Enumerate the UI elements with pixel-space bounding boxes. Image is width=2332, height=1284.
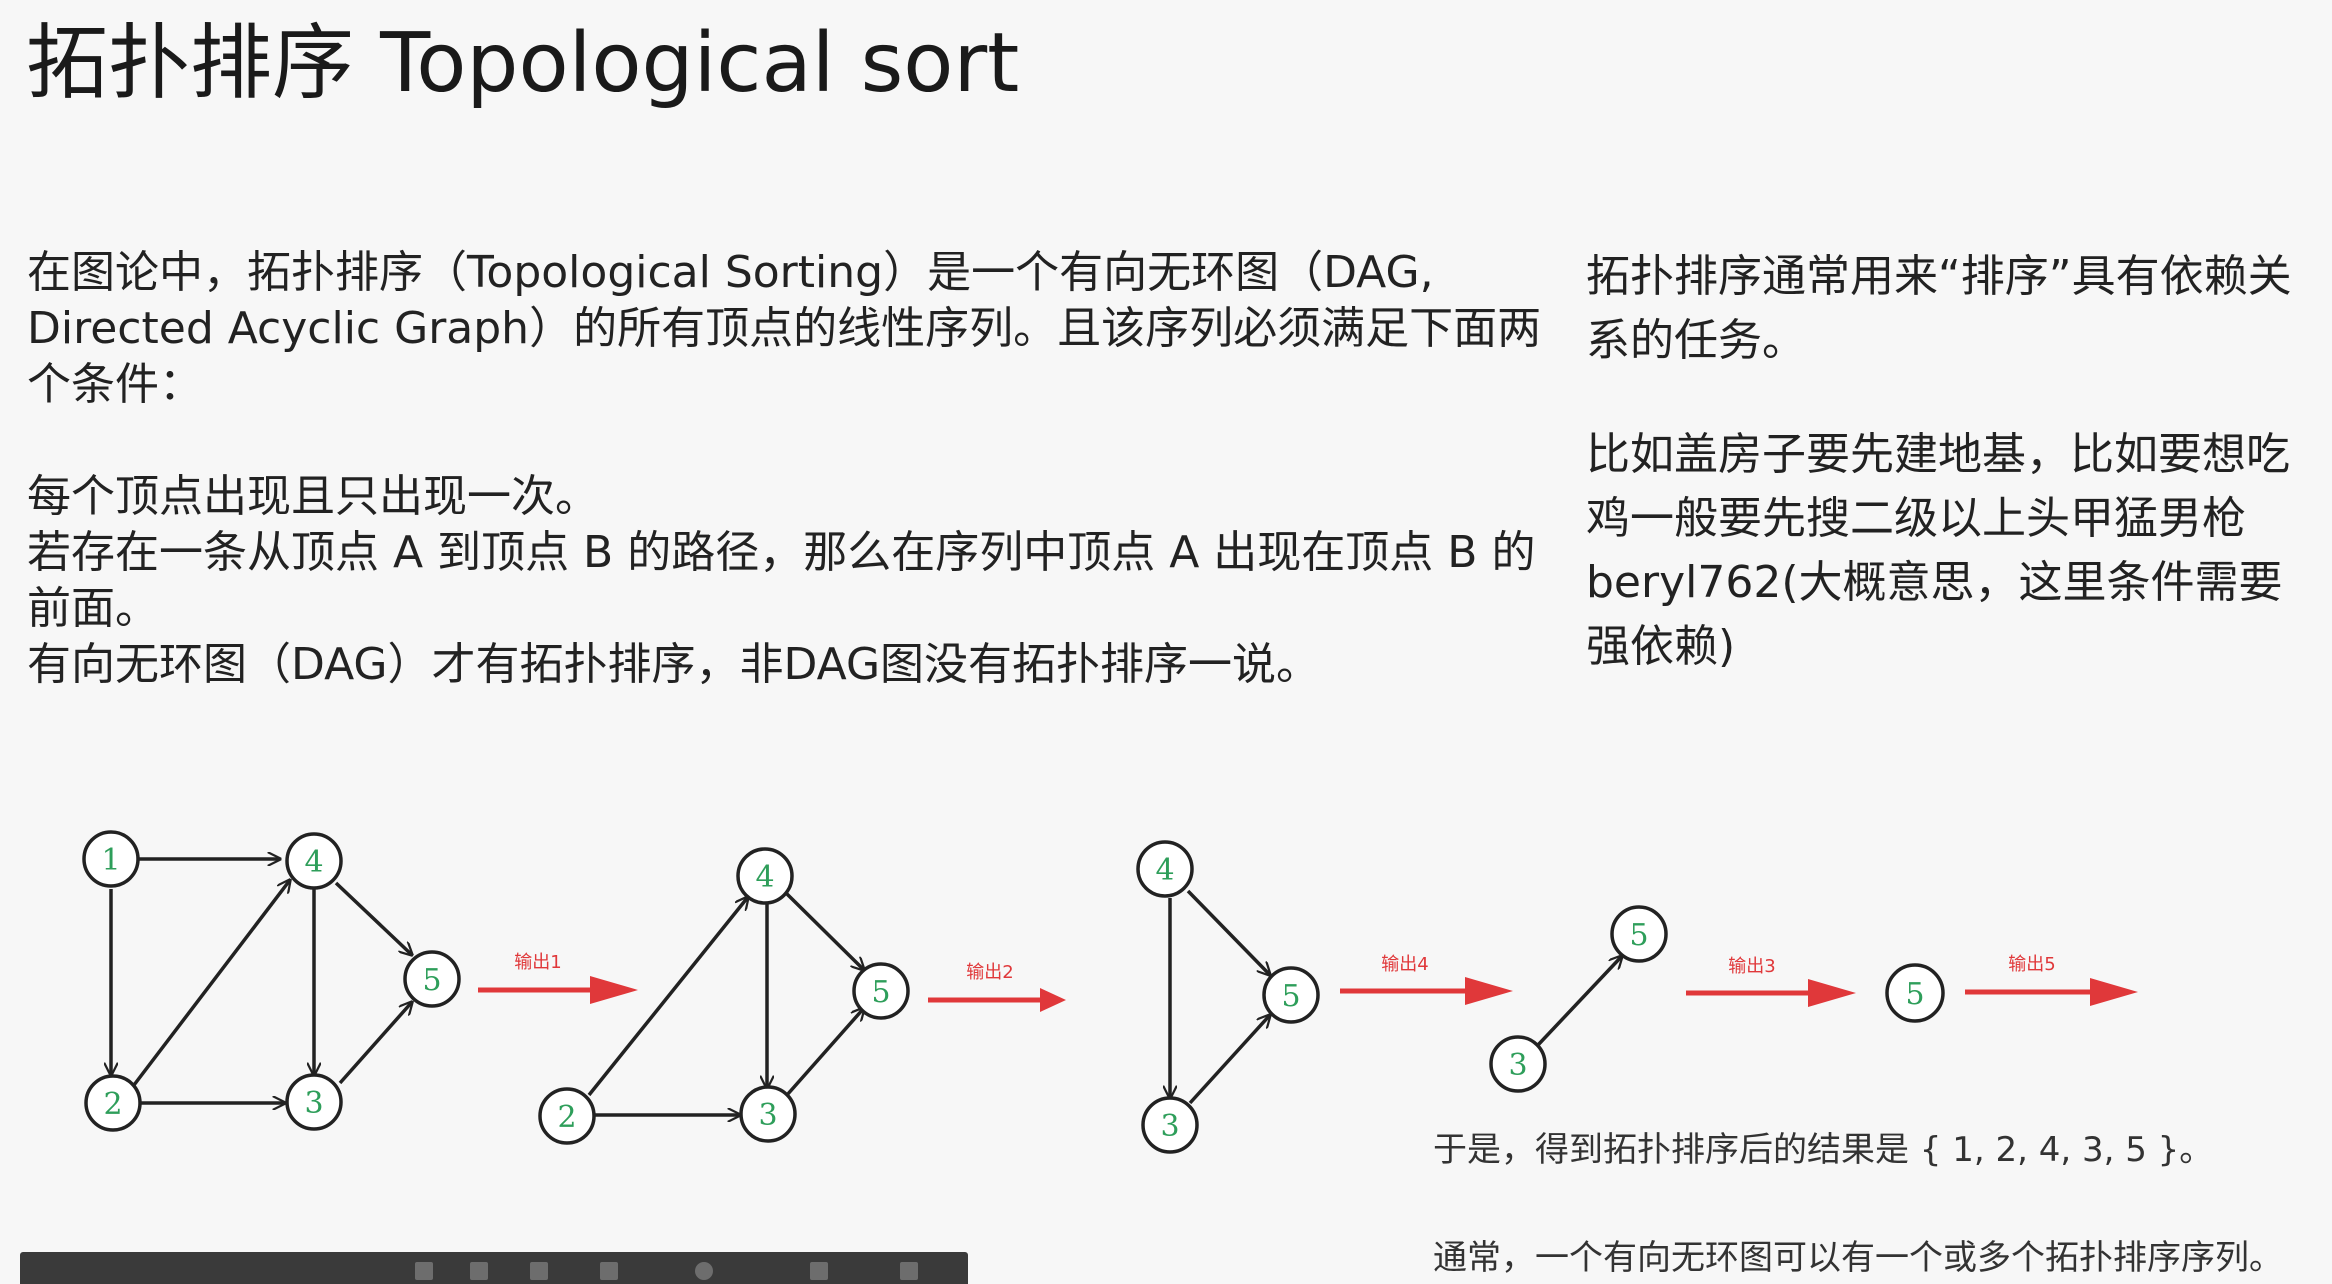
condition-item: 每个顶点出现且只出现一次。 [27,471,599,522]
output-label-4: 输出3 [1728,956,1775,977]
graph-1-nodes [82,830,461,1132]
node-4 [285,832,343,890]
edge-3-5 [338,1002,412,1085]
output-arrowhead-2 [1040,988,1066,1012]
node-1 [82,830,140,888]
definition-text: 在图论中，拓扑排序（Topological Sorting）是一个有向无环图（D… [27,245,1547,693]
node-2 [538,1087,596,1145]
condition-item: 若存在一条从顶点 A 到顶点 B 的路径，那么在序列中顶点 A 出现在顶点 B … [27,527,1536,634]
node-label: 3 [304,1086,323,1121]
multiple-orders-note: 通常，一个有向无环图可以有一个或多个拓扑排序序列。 [1433,1238,2283,1278]
edge-3-5 [785,1008,864,1097]
graph-1-edges [111,859,412,1103]
node-label: 5 [1905,977,1924,1012]
output-arrowhead-5 [2090,978,2138,1006]
node-label: 1 [101,843,120,878]
node-5 [1610,905,1668,963]
node-5 [1262,966,1320,1024]
toolbar-icon[interactable] [810,1262,828,1280]
usage-text: 拓扑排序通常用来“排序”具有依赖关系的任务。 比如盖房子要先建地基，比如要想吃鸡… [1586,245,2326,679]
node-4 [1136,840,1194,898]
toolbar-icon[interactable] [470,1262,488,1280]
graph-3-edges [1170,889,1270,1105]
topological-sort-diagram: 1 4 5 2 3 输出1 4 5 2 3 输出2 [82,830,2138,1154]
node-label: 4 [1155,853,1174,888]
node-label: 2 [557,1100,576,1135]
toolbar-icon[interactable] [600,1262,618,1280]
node-label: 5 [422,963,441,998]
output-label-2: 输出2 [966,962,1013,983]
node-label: 5 [1281,979,1300,1014]
video-control-bar[interactable] [20,1252,968,1284]
node-3 [1141,1096,1199,1154]
edge-4-5 [334,881,412,955]
output-label-5: 输出5 [2008,954,2055,975]
node-4 [736,847,794,905]
dag-note: 有向无环图（DAG）才有拓扑排序，非DAG图没有拓扑排序一说。 [27,639,1321,690]
node-5 [1885,963,1945,1023]
graph-2-edges [587,892,864,1115]
node-label: 3 [758,1098,777,1133]
edge-4-5 [785,892,864,970]
result-note: 于是，得到拓扑排序后的结果是 { 1, 2, 4, 3, 5 }。 [1433,1130,2214,1170]
node-label: 3 [1508,1048,1527,1083]
node-2 [84,1074,142,1132]
usage-paragraph: 拓扑排序通常用来“排序”具有依赖关系的任务。 [1586,251,2292,366]
edge-4-5 [1186,889,1270,975]
node-label: 4 [755,860,774,895]
example-paragraph: 比如盖房子要先建地基，比如要想吃鸡一般要先搜二级以上头甲猛男枪beryl762(… [1586,429,2290,672]
node-label: 2 [103,1087,122,1122]
toolbar-icon[interactable] [900,1262,918,1280]
output-arrowhead-4 [1808,979,1856,1007]
node-3 [739,1085,797,1143]
graph-3-nodes [1136,840,1320,1154]
node-5 [852,962,910,1020]
node-label: 5 [1629,918,1648,953]
output-label-3: 输出4 [1381,954,1428,975]
output-arrowhead-3 [1465,977,1513,1005]
node-5 [403,950,461,1008]
node-3 [1489,1035,1547,1093]
node-3 [285,1073,343,1131]
edge-3-5 [1536,956,1622,1047]
toolbar-icon[interactable] [415,1262,433,1280]
edge-3-5 [1188,1015,1270,1105]
node-label: 3 [1160,1109,1179,1144]
output-arrowhead-1 [590,976,638,1004]
node-label: 4 [304,845,323,880]
page-title: 拓扑排序 Topological sort [26,16,1020,111]
graph-2-nodes [538,847,910,1145]
info-icon[interactable] [695,1262,713,1280]
node-label: 5 [871,975,890,1010]
edge-2-4 [587,897,748,1097]
edge-2-4 [132,880,290,1087]
toolbar-icon[interactable] [530,1262,548,1280]
output-label-1: 输出1 [514,952,561,973]
definition-paragraph: 在图论中，拓扑排序（Topological Sorting）是一个有向无环图（D… [27,247,1542,410]
